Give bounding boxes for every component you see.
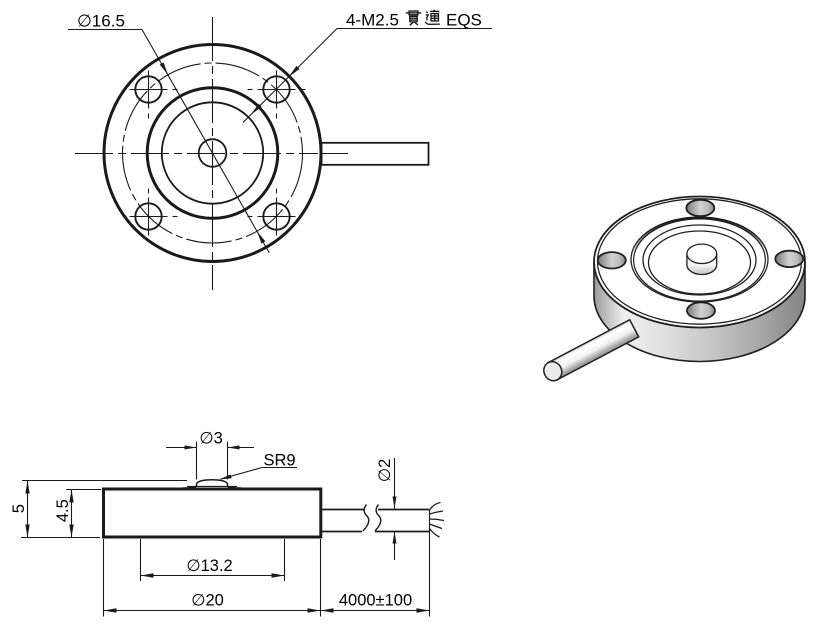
boss-surface — [686, 243, 718, 265]
iso-bolt-hole-north — [685, 198, 716, 218]
iso-center-boss — [686, 243, 718, 276]
total-height-label: 5 — [10, 504, 28, 513]
arrowhead — [25, 524, 30, 538]
callout-spherical-radius: SR9 — [219, 452, 297, 480]
dimension-cable-length: 4000±100 — [320, 510, 431, 617]
spherical-radius-label: SR9 — [264, 452, 296, 470]
arrowhead — [271, 573, 285, 578]
arrowhead — [392, 496, 397, 509]
hole-surface — [774, 249, 805, 268]
boss-surface — [686, 253, 718, 276]
arrowhead — [307, 608, 321, 613]
arrowhead — [69, 524, 74, 538]
outer-diameter-label: ∅20 — [191, 592, 224, 610]
bolt-circle-dimension-label: ∅16.5 — [77, 12, 125, 31]
arrowhead — [140, 573, 154, 578]
arrowhead — [251, 103, 262, 115]
cjk-stroke — [409, 15, 418, 22]
frayed-wire — [428, 501, 441, 511]
iso-bolt-hole-east — [774, 249, 805, 268]
hole-surface — [686, 301, 716, 320]
frayed-wire — [428, 528, 440, 538]
boss-outer-circle — [145, 86, 280, 220]
center-hole-circle — [197, 138, 228, 168]
arrowhead — [392, 531, 397, 544]
iso-bolt-hole-west — [596, 251, 627, 270]
arrowhead — [288, 65, 300, 77]
section-view: ∅3 SR9 5 4.5 — [10, 430, 445, 617]
dimension-inner-diameter: ∅13.2 — [139, 539, 286, 581]
bolt-hole-top-right — [247, 70, 306, 119]
body-height-label: 4.5 — [54, 499, 72, 522]
dimension-boss-diameter: ∅3 — [166, 430, 254, 480]
boss-diameter-label: ∅3 — [199, 430, 223, 448]
diaphragm-circle — [160, 101, 265, 205]
cjk-stroke — [424, 21, 440, 25]
cable-break-symbol — [362, 504, 370, 532]
cable-diameter-label: ∅2 — [376, 459, 394, 483]
cjk-stroke — [425, 14, 430, 21]
callout-suffix: EQS — [446, 11, 482, 30]
section-boss — [182, 478, 242, 489]
dimension-total-height: 5 — [10, 479, 187, 539]
cjk-stroke — [414, 21, 419, 26]
arrowhead — [159, 62, 168, 75]
isometric-view — [543, 195, 806, 382]
cable-front-view — [320, 141, 430, 166]
dimension-body-height: 4.5 — [54, 488, 101, 538]
arrowhead — [416, 608, 430, 613]
cable-surface — [543, 360, 563, 382]
cable-frayed-end — [428, 501, 445, 538]
bolt-pitch-circle — [121, 62, 304, 244]
flange-outer-circle — [102, 43, 323, 263]
hole-surface — [685, 198, 716, 218]
section-cable — [322, 501, 445, 538]
iso-bolt-hole-south — [686, 301, 716, 320]
frayed-wire — [429, 510, 444, 515]
cjk-stroke — [425, 11, 429, 14]
front-view: ∅16.5 4-M2.5 — [68, 9, 492, 290]
bolt-hole-bottom-left — [129, 188, 178, 236]
iso-cable — [543, 318, 640, 382]
cjk-stroke — [409, 21, 414, 26]
frayed-wire — [429, 518, 445, 522]
arrowhead — [219, 474, 232, 480]
arrowhead — [69, 489, 74, 503]
arrowhead — [320, 608, 334, 613]
callout-prefix: 4-M2.5 — [346, 11, 399, 30]
dimension-outer-diameter: ∅20 — [102, 539, 322, 617]
dimension-cable-diameter: ∅2 — [376, 458, 397, 560]
dimension-bolt-circle: ∅16.5 — [68, 12, 270, 254]
inner-diameter-label: ∅13.2 — [186, 557, 233, 575]
frayed-wire — [429, 523, 443, 530]
cable-length-label: 4000±100 — [339, 592, 412, 610]
hole-surface — [596, 251, 627, 270]
callout-bolt-holes: 4-M2.5 — [242, 9, 492, 123]
boss-outline — [195, 478, 229, 484]
arrowhead — [25, 480, 30, 494]
bolt-hole-bottom-right — [247, 188, 296, 236]
section-body — [102, 487, 323, 539]
cjk-text-guantong — [405, 9, 440, 26]
arrowhead — [227, 445, 240, 450]
bolt-hole-top-left — [129, 70, 178, 119]
cable-break-symbol — [374, 504, 382, 532]
arrowhead — [257, 231, 266, 244]
arrowhead — [103, 608, 117, 613]
arrowhead — [184, 445, 197, 450]
